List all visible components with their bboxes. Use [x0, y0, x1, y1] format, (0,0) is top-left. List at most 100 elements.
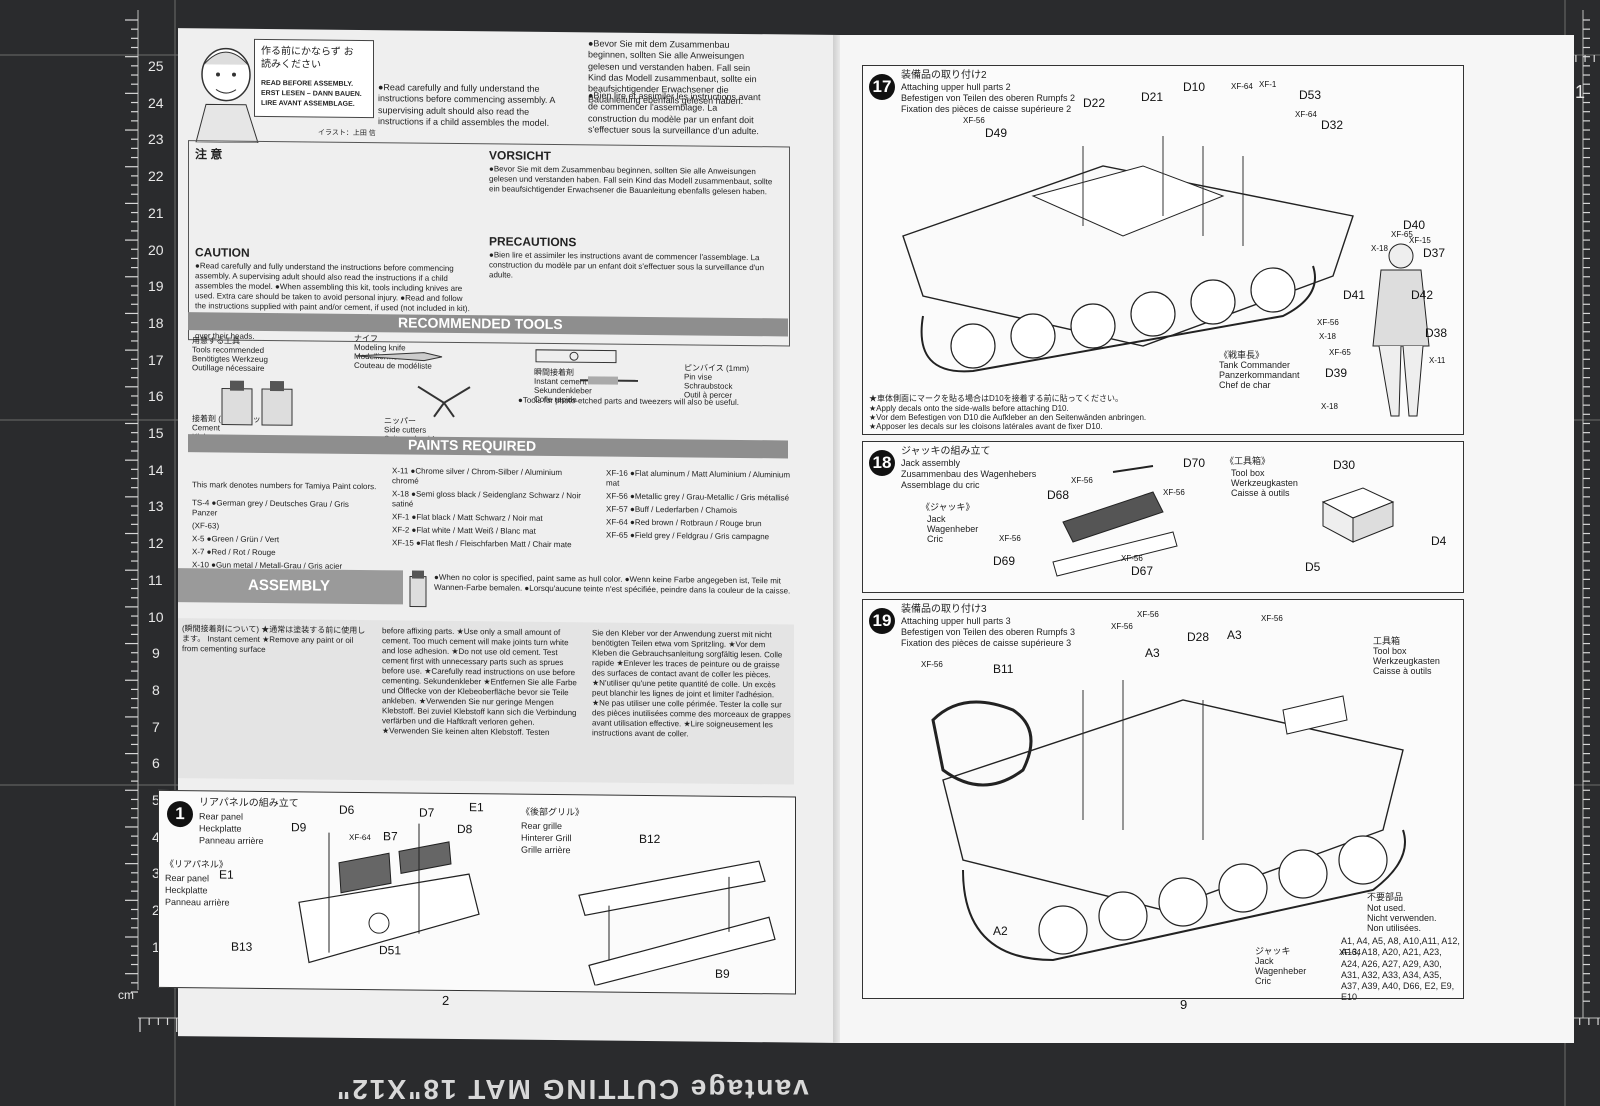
step-19-jack-de: Wagenheber	[1255, 966, 1307, 976]
paint-entry: XF-16 ●Flat aluminum / Matt Aluminium / …	[606, 468, 790, 488]
paint-entry: XF-57 ●Buff / Lederfarben / Chamois	[606, 504, 737, 515]
step-19-title-en: Attaching upper hull parts 3	[901, 616, 1011, 626]
step-18-title-fr: Assemblage du cric	[901, 480, 980, 490]
part-label: B12	[639, 831, 661, 847]
step-1-title-fr: Panneau arrière	[199, 835, 264, 846]
toolbox-fr: Caisse à outils	[1231, 488, 1290, 498]
part-label: A3	[1145, 646, 1160, 660]
step-17-title-en: Attaching upper hull parts 2	[901, 82, 1011, 92]
part-label: A2	[993, 924, 1008, 938]
tool-fr: Outillage nécessaire	[192, 363, 265, 373]
toolbox-jp: 《工具箱》	[1225, 456, 1271, 466]
part-label: D30	[1333, 458, 1356, 472]
part-label: D21	[1141, 90, 1164, 104]
part-label: XF-65	[1329, 348, 1351, 357]
tank-upper-hull-diagram	[902, 136, 1354, 373]
paint-entry: TS-4 ●German grey / Deutsches Grau / Gri…	[192, 498, 349, 518]
part-label: D38	[1425, 326, 1448, 340]
part-label: XF-64	[1231, 82, 1253, 91]
step-1-grille-fr: Grille arrière	[521, 844, 571, 856]
unused-de: Nicht verwenden.	[1367, 913, 1437, 923]
paint-entry: XF-15 ●Flat flesh / Fleischfarben Matt /…	[392, 538, 572, 550]
tank-hull-parts-3-diagram	[931, 680, 1406, 962]
right-page: 17 装備品の取り付け2 Attaching upper hull parts …	[840, 35, 1574, 1043]
part-label: XF-64	[1295, 110, 1317, 119]
vorsicht-title: VORSICHT	[489, 148, 552, 163]
part-label: E1	[219, 867, 234, 882]
intro-de: ERST LESEN – DANN BAUEN.	[261, 89, 362, 98]
step-1-title-en: Rear panel	[199, 811, 244, 822]
commander-en: Tank Commander	[1219, 360, 1291, 370]
step-1-grille-jp: 《後部グリル》	[521, 806, 585, 818]
commander-de: Panzerkommandant	[1219, 370, 1300, 380]
cm-label: cm	[118, 988, 134, 1002]
part-label: D28	[1187, 630, 1210, 644]
commander-illustration-icon	[195, 47, 259, 144]
left-ruler-number: 5	[152, 792, 160, 808]
left-ruler-number: 15	[148, 425, 164, 441]
left-ruler-number: 4	[152, 828, 160, 845]
unused-parts-list: A1, A4, A5, A8, A10,A11, A12, A13, A18, …	[1341, 936, 1460, 1003]
step-17-note-en: ★Apply decals onto the side-walls before…	[869, 404, 1069, 413]
part-label: XF-56	[1071, 476, 1093, 485]
part-label: D7	[419, 805, 435, 820]
left-ruler-number: 6	[152, 755, 160, 772]
step-17-box: 17 装備品の取り付け2 Attaching upper hull parts …	[862, 65, 1464, 435]
part-label: A3	[1227, 628, 1242, 642]
part-label: E1	[469, 800, 484, 815]
part-label: B7	[383, 829, 398, 844]
part-label: XF-56	[1261, 614, 1283, 623]
paint-entry: XF-56 ●Metallic grey / Grau-Metallic / G…	[606, 491, 790, 503]
part-label: D49	[985, 126, 1008, 140]
step-19-toolbox-jp: 工具箱	[1373, 636, 1401, 646]
illustrator-credit: イラスト：上田 信	[318, 129, 376, 138]
part-label: D70	[1183, 456, 1206, 470]
part-label: X-18	[1371, 244, 1388, 253]
part-label: XF-65	[1391, 230, 1413, 239]
step-18-title-en: Jack assembly	[901, 458, 961, 468]
left-page-number: 2	[442, 992, 450, 1008]
left-ruler-number: 12	[148, 535, 164, 552]
part-label: D67	[1131, 564, 1154, 578]
step-18-title-jp: ジャッキの組み立て	[901, 446, 991, 457]
left-ruler-number: 22	[148, 168, 164, 185]
paint-entry: X-18 ●Semi gloss black / Seidenglanz Sch…	[392, 489, 581, 509]
left-ruler-number: 8	[152, 681, 160, 698]
precautions-body: ●Bien lire et assimiler les instructions…	[489, 250, 765, 280]
left-ruler-number: 25	[148, 58, 164, 74]
unused-jp: 不要部品	[1367, 892, 1404, 902]
left-ruler-number: 23	[148, 131, 164, 148]
step-18-number: 18	[869, 450, 895, 476]
jack-diagram	[1052, 465, 1178, 577]
part-label: X-11	[1429, 356, 1446, 365]
part-label: D40	[1403, 218, 1426, 232]
part-label: XF-56	[963, 116, 985, 125]
intro-en: READ BEFORE ASSEMBLY.	[261, 79, 354, 88]
left-ruler-number: 11	[148, 571, 163, 588]
cement-col2: before affixing parts. ★Use only a small…	[382, 626, 577, 737]
step-17-number: 17	[869, 74, 895, 100]
part-label: XF-56	[1137, 610, 1159, 619]
part-label: D51	[379, 943, 402, 958]
jack-en: Jack	[927, 514, 946, 524]
caution-jp-title: 注 意	[195, 147, 223, 162]
mat-brand-text: vantage CUTTING MAT 18"X12"	[335, 1074, 809, 1105]
part-label: B9	[715, 966, 730, 981]
step-17-note-de: ★Vor dem Befestigen von D10 die Aufklebe…	[869, 413, 1147, 422]
part-label: D8	[457, 821, 473, 837]
toolbox-de: Werkzeugkasten	[1231, 478, 1298, 488]
left-ruler-number: 24	[148, 94, 164, 111]
part-label: D6	[339, 802, 355, 817]
part-label: D68	[1047, 488, 1070, 502]
left-ruler-number: 21	[148, 204, 164, 221]
paint-entry: X-7 ●Red / Rot / Rouge	[192, 547, 276, 558]
part-label: D32	[1321, 118, 1344, 132]
left-ruler-number: 18	[148, 314, 164, 331]
paint-entry: XF-1 ●Flat black / Matt Schwarz / Noir m…	[392, 512, 543, 523]
step-19-title-jp: 装備品の取り付け3	[901, 604, 987, 615]
step-17-title-jp: 装備品の取り付け2	[901, 70, 987, 81]
toolbox-diagram	[1321, 487, 1395, 543]
part-label: X-18	[1321, 402, 1338, 411]
unused-fr: Non utilisées.	[1367, 923, 1422, 933]
intro-jp: 作る前にかならず お読みください	[261, 45, 354, 71]
